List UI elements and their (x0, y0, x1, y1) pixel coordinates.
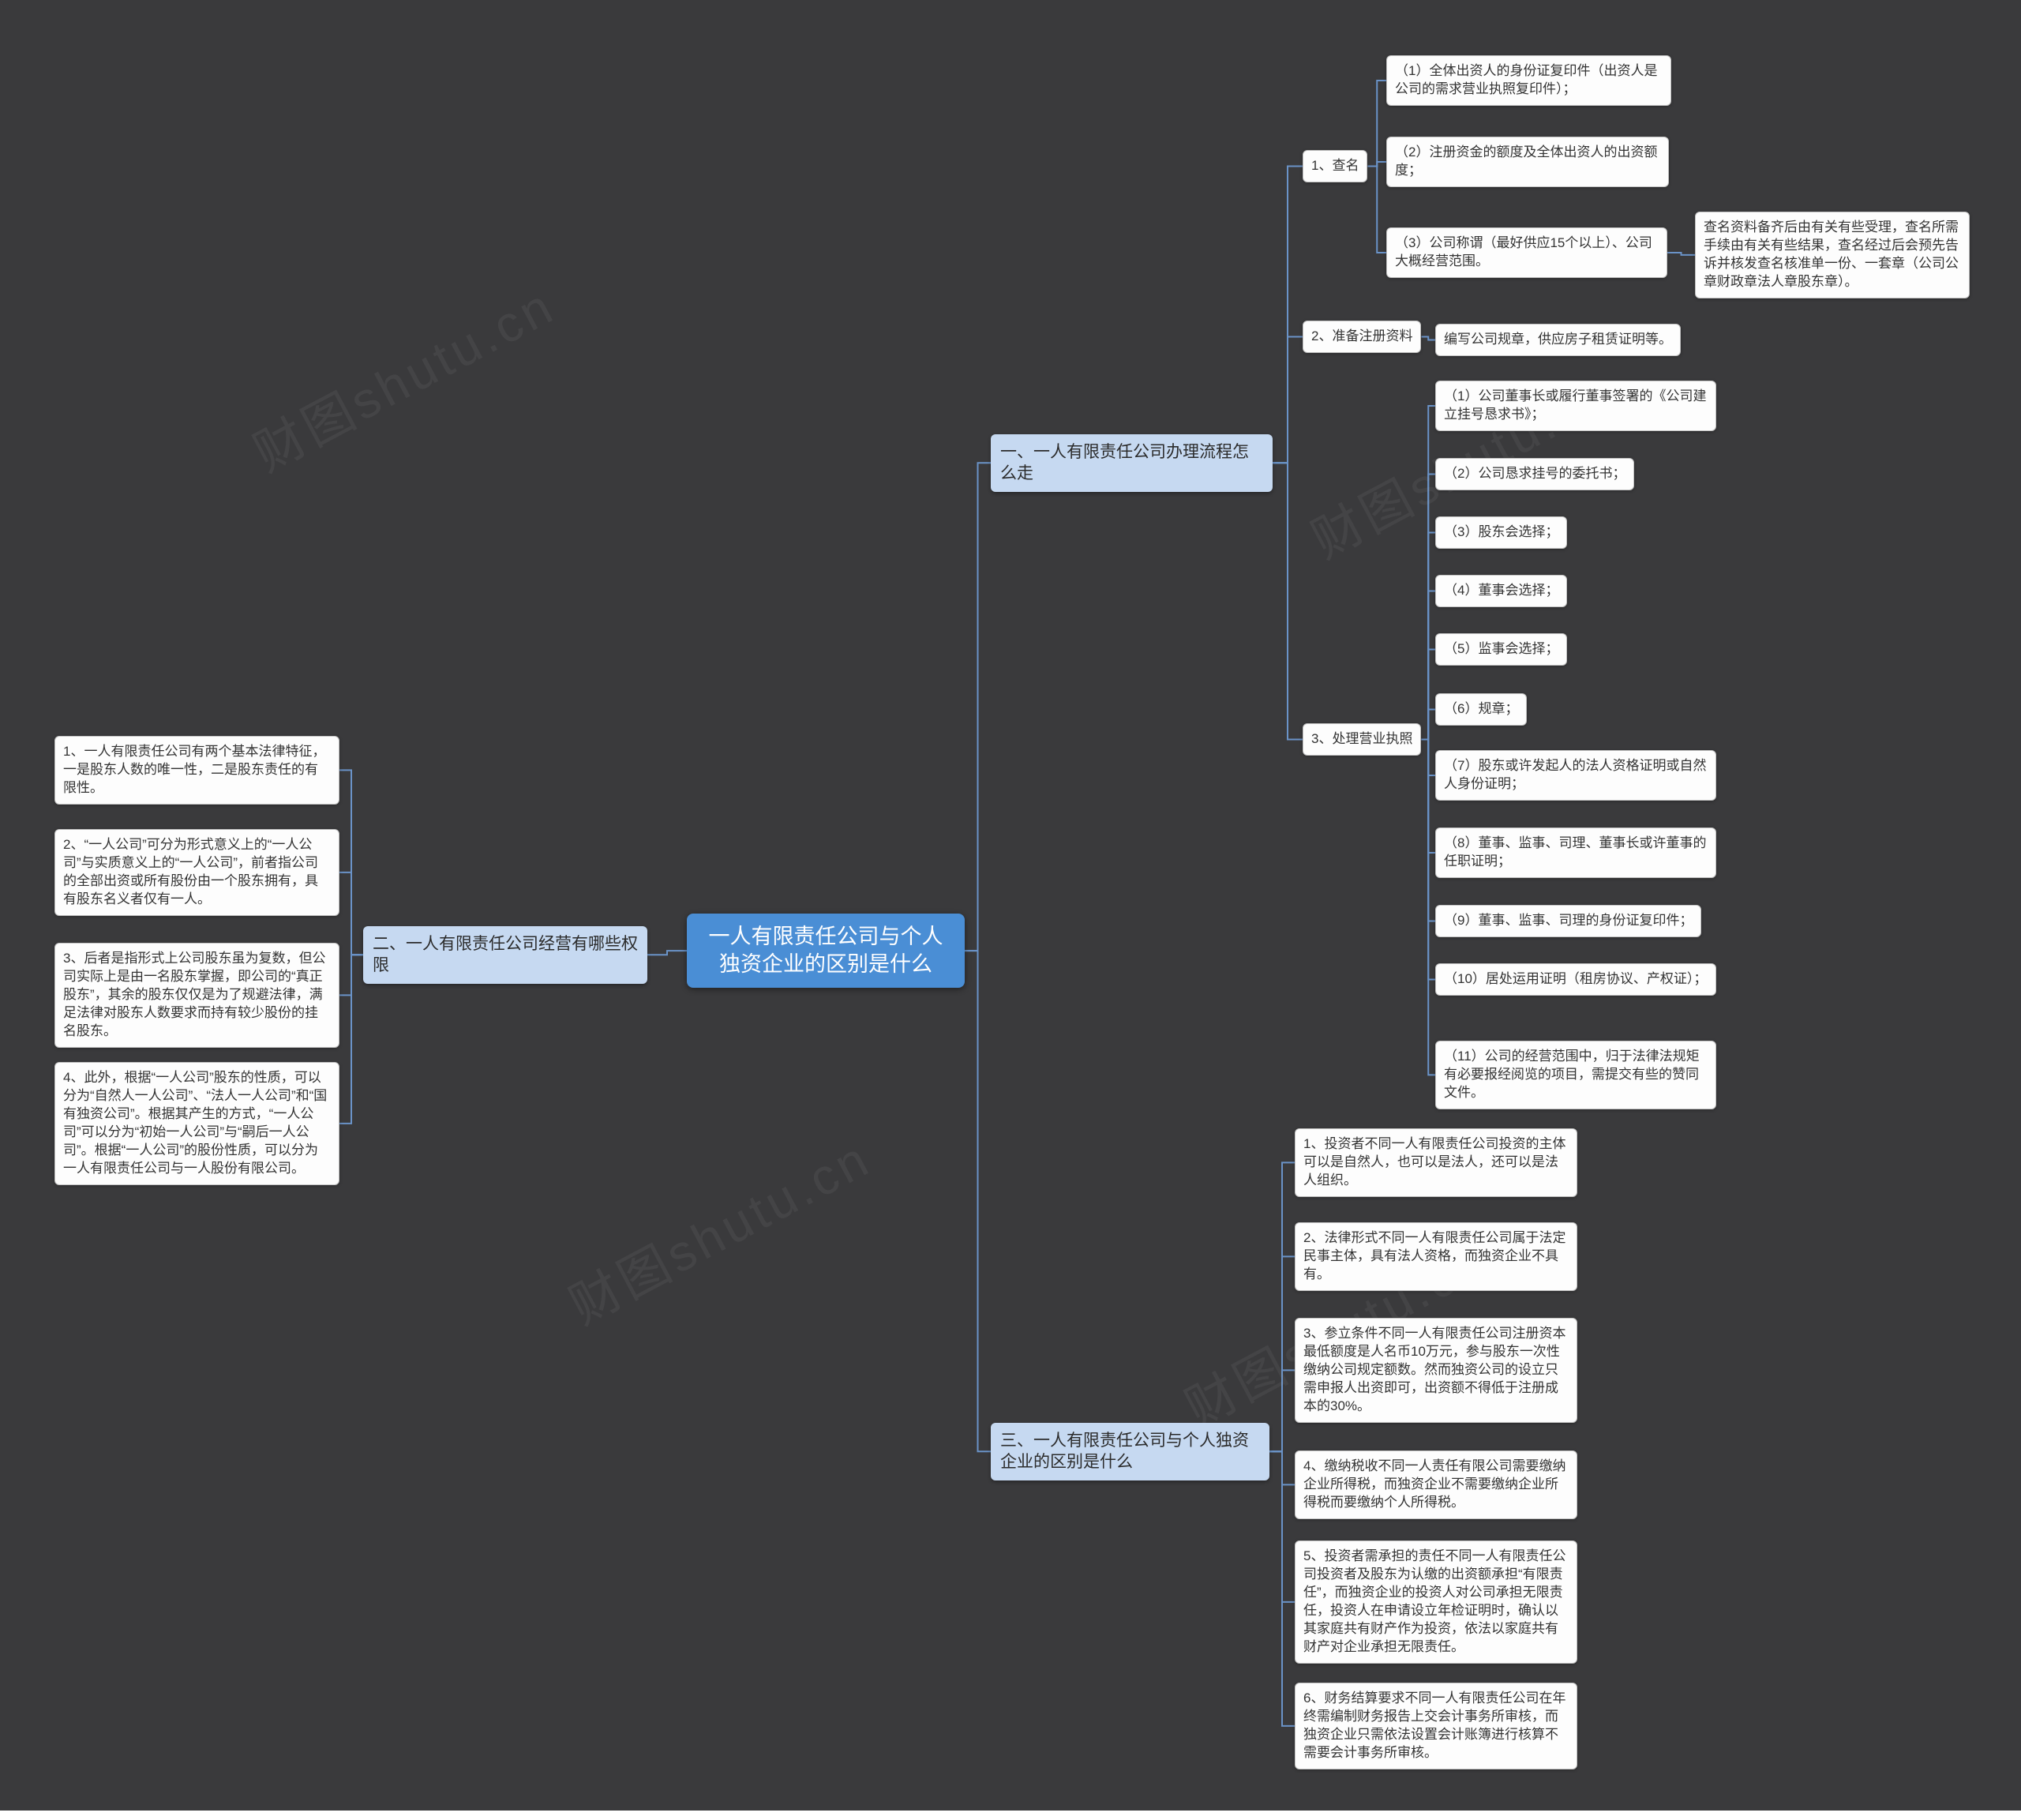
detail-node[interactable]: （1）公司董事长或履行董事签署的《公司建立挂号恳求书》； (1435, 381, 1716, 431)
detail-node[interactable]: 5、投资者需承担的责任不同一人有限责任公司投资者及股东为认缴的出资额承担“有限责… (1295, 1540, 1577, 1664)
detail-node[interactable]: （11）公司的经营范围中，归于法律法规矩有必要报经阅览的项目，需提交有些的赞同文… (1435, 1041, 1716, 1109)
detail-node[interactable]: 4、此外，根据“一人公司”股东的性质，可以分为“自然人一人公司”、“法人一人公司… (54, 1062, 339, 1185)
detail-node[interactable]: （2）注册资金的额度及全体出资人的出资额度； (1386, 137, 1669, 187)
step-node[interactable]: 2、准备注册资料 (1303, 321, 1422, 353)
detail-node[interactable]: （8）董事、监事、司理、董事长或许董事的任职证明； (1435, 827, 1716, 878)
detail-node[interactable]: 6、财务结算要求不同一人有限责任公司在年终需编制财务报告上交会计事务所审核，而独… (1295, 1683, 1577, 1769)
detail-node[interactable]: （4）董事会选择； (1435, 575, 1568, 607)
detail-node[interactable]: （9）董事、监事、司理的身份证复印件； (1435, 905, 1702, 937)
bottom-strip (0, 1811, 2021, 1820)
detail-node[interactable]: （6）规章； (1435, 693, 1528, 726)
topic-node-difference[interactable]: 三、一人有限责任公司与个人独资企业的区别是什么 (991, 1423, 1269, 1480)
detail-node[interactable]: 2、法律形式不同一人有限责任公司属于法定民事主体，具有法人资格，而独资企业不具有… (1295, 1222, 1577, 1291)
detail-node[interactable]: 4、缴纳税收不同一人责任有限公司需要缴纳企业所得税，而独资企业不需要缴纳企业所得… (1295, 1450, 1577, 1519)
detail-node[interactable]: 3、参立条件不同一人有限责任公司注册资本最低额度是人名币10万元，参与股东一次性… (1295, 1318, 1577, 1423)
detail-node[interactable]: （5）监事会选择； (1435, 633, 1568, 666)
detail-node[interactable]: （10）居处运用证明（租房协议、产权证）； (1435, 963, 1716, 996)
note-node[interactable]: 查名资料备齐后由有关有些受理，查名所需手续由有关有些结果，查名经过后会预先告诉并… (1695, 212, 1970, 298)
detail-node[interactable]: 编写公司规章，供应房子租赁证明等。 (1435, 324, 1681, 356)
detail-node[interactable]: （3）公司称谓（最好供应15个以上）、公司大概经营范围。 (1386, 227, 1667, 278)
detail-node[interactable]: （1）全体出资人的身份证复印件（出资人是公司的需求营业执照复印件）； (1386, 55, 1671, 106)
detail-node[interactable]: （7）股东或许发起人的法人资格证明或自然人身份证明； (1435, 750, 1716, 801)
topic-node-process[interactable]: 一、一人有限责任公司办理流程怎么走 (991, 434, 1273, 492)
detail-node[interactable]: （3）股东会选择； (1435, 516, 1568, 549)
step-node[interactable]: 3、处理营业执照 (1303, 723, 1422, 756)
topic-node-rights[interactable]: 二、一人有限责任公司经营有哪些权限 (363, 926, 647, 984)
detail-node[interactable]: 2、“一人公司”可分为形式意义上的“一人公司”与实质意义上的“一人公司”，前者指… (54, 829, 339, 916)
detail-node[interactable]: 3、后者是指形式上公司股东虽为复数，但公司实际上是由一名股东掌握，即公司的“真正… (54, 943, 339, 1048)
step-node[interactable]: 1、查名 (1303, 150, 1368, 182)
detail-node[interactable]: （2）公司恳求挂号的委托书； (1435, 458, 1635, 490)
detail-node[interactable]: 1、投资者不同一人有限责任公司投资的主体可以是自然人，也可以是法人，还可以是法人… (1295, 1128, 1577, 1197)
detail-node[interactable]: 1、一人有限责任公司有两个基本法律特征，一是股东人数的唯一性，二是股东责任的有限… (54, 736, 339, 805)
root-node[interactable]: 一人有限责任公司与个人独资企业的区别是什么 (687, 914, 965, 989)
